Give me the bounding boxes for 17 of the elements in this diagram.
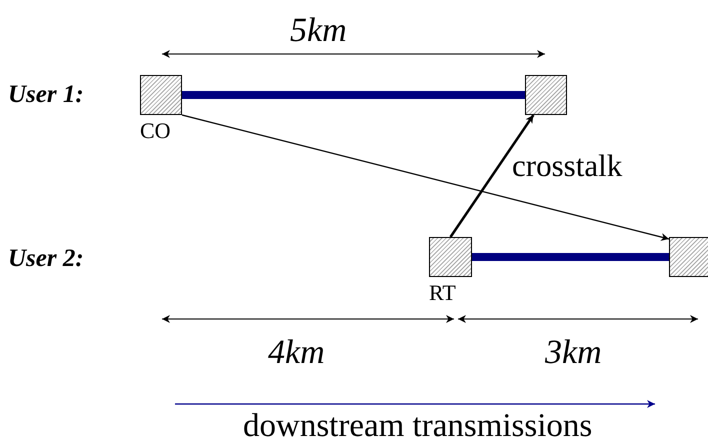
distance-label: 5km	[290, 14, 347, 48]
cable-line	[182, 91, 525, 99]
arrow	[182, 114, 670, 241]
hatched-box	[525, 75, 567, 115]
node-caption: RT	[429, 282, 456, 304]
direction-label: downstream transmissions	[243, 410, 592, 443]
arrow	[449, 114, 534, 238]
distance-label: 4km	[268, 336, 325, 370]
distance-label: 3km	[545, 336, 602, 370]
hatched-box	[669, 237, 708, 277]
hatched-box	[140, 75, 182, 115]
edge-label: crosstalk	[512, 150, 622, 181]
hatched-box	[429, 237, 472, 277]
row-label: User 1:	[8, 82, 84, 107]
row-label: User 2:	[8, 246, 84, 271]
cable-line	[472, 253, 669, 261]
node-caption: CO	[140, 120, 171, 142]
